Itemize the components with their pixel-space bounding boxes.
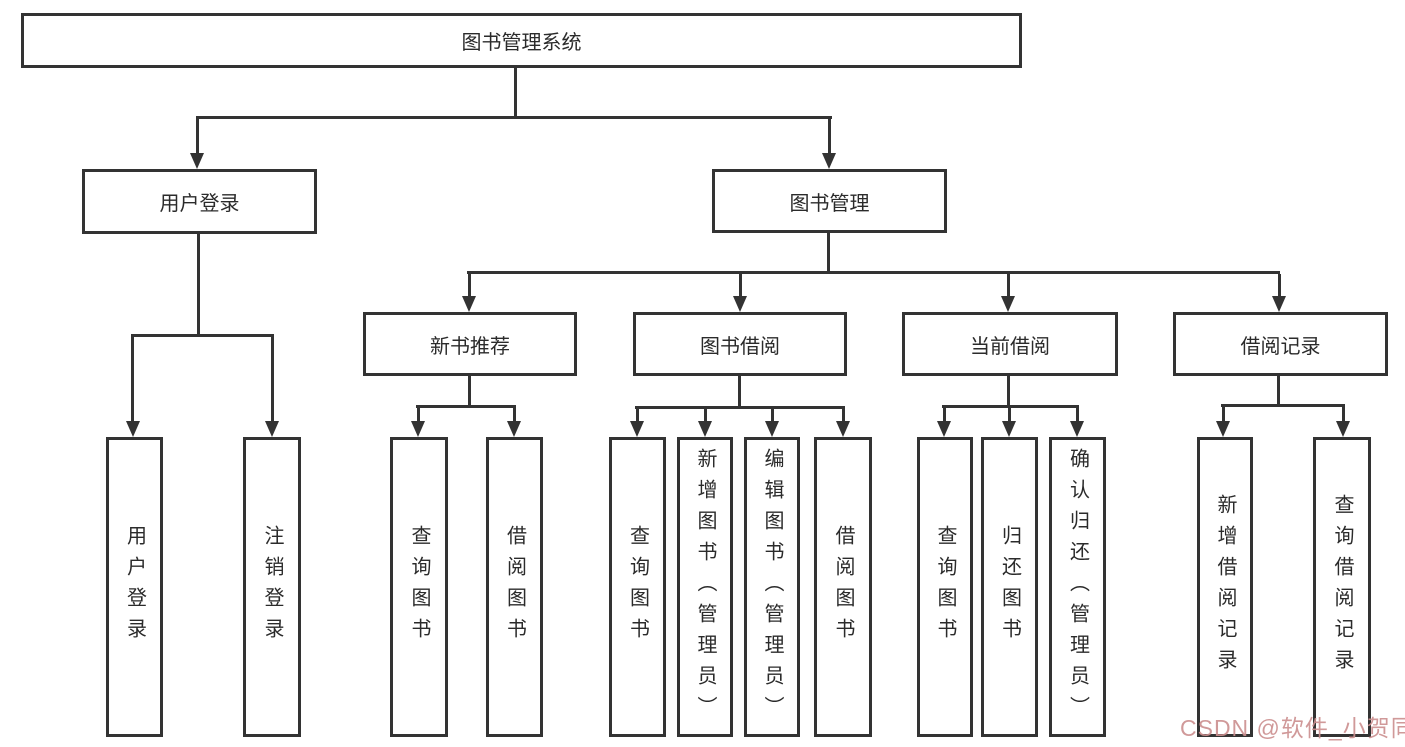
leaf-br-add-record-label: 新增借阅记录 — [1214, 494, 1236, 680]
leaf-nb-borrow-book-label: 借阅图书 — [503, 525, 526, 649]
connector-stem-current-borrow — [1007, 274, 1010, 298]
connector-stem-borrow-record — [1278, 274, 1281, 298]
node-root: 图书管理系统 — [21, 13, 1022, 68]
arrow-down-icon — [698, 421, 712, 437]
connector-stem-cb-leaf2 — [1008, 408, 1011, 423]
leaf-cb-query-book-label: 查询图书 — [934, 525, 956, 649]
leaf-bb-borrow-book-label: 借阅图书 — [832, 525, 854, 649]
connector-current-borrow-stub — [1007, 376, 1010, 407]
arrow-down-icon — [937, 421, 951, 437]
node-book-management: 图书管理 — [712, 169, 947, 233]
arrow-down-icon — [1272, 296, 1286, 312]
node-borrow-record: 借阅记录 — [1173, 312, 1388, 376]
connector-stem-bb-leaf2 — [704, 409, 707, 423]
leaf-cb-return-book-label: 归还图书 — [998, 525, 1021, 649]
connector-stem-nb-leaf1 — [417, 408, 420, 423]
connector-stem-nb-leaf2 — [513, 408, 516, 423]
connector-stem-bb-leaf1 — [636, 409, 639, 423]
arrow-down-icon — [765, 421, 779, 437]
node-current-borrow: 当前借阅 — [902, 312, 1118, 376]
leaf-logout: 注销登录 — [243, 437, 301, 737]
connector-stem-ul-leaf2 — [271, 337, 274, 423]
leaf-bb-query-book-label: 查询图书 — [626, 525, 649, 649]
connector-stem-ul-leaf1 — [131, 337, 134, 423]
arrow-down-icon — [1216, 421, 1230, 437]
leaf-cb-confirm-return-admin: 确认归还（管理员） — [1049, 437, 1106, 737]
connector-book-management-stub — [827, 233, 830, 273]
connector-stem-br-leaf2 — [1342, 407, 1345, 423]
arrow-down-icon — [126, 421, 140, 437]
node-book-borrow: 图书借阅 — [633, 312, 847, 376]
connector-stem-cb-leaf1 — [943, 408, 946, 423]
connector-borrow-record-rail — [1221, 404, 1345, 407]
connector-user-login-stub — [197, 234, 200, 336]
arrow-down-icon — [265, 421, 279, 437]
arrow-down-icon — [411, 421, 425, 437]
arrow-down-icon — [822, 153, 836, 169]
leaf-br-add-record: 新增借阅记录 — [1197, 437, 1253, 737]
leaf-bb-edit-book-admin-label: 编辑图书（管理员） — [761, 447, 783, 727]
arrow-down-icon — [1002, 421, 1016, 437]
leaf-bb-add-book-admin-label: 新增图书（管理员） — [694, 447, 716, 727]
arrow-down-icon — [1001, 296, 1015, 312]
connector-stem-br-leaf1 — [1222, 407, 1225, 423]
leaf-cb-return-book: 归还图书 — [981, 437, 1038, 737]
leaf-user-login: 用户登录 — [106, 437, 163, 737]
connector-stem-cb-leaf3 — [1076, 408, 1079, 423]
arrow-down-icon — [1070, 421, 1084, 437]
csdn-watermark: CSDN @软件_小贺同学 — [1180, 715, 1405, 741]
connector-stem-book-borrow — [739, 274, 742, 298]
leaf-br-query-record-label: 查询借阅记录 — [1331, 494, 1353, 680]
leaf-bb-edit-book-admin: 编辑图书（管理员） — [744, 437, 800, 737]
arrow-down-icon — [630, 421, 644, 437]
arrow-down-icon — [462, 296, 476, 312]
connector-book-borrow-rail — [635, 406, 845, 409]
leaf-br-query-record: 查询借阅记录 — [1313, 437, 1371, 737]
leaf-logout-label: 注销登录 — [261, 525, 283, 649]
connector-book-borrow-stub — [738, 376, 741, 408]
leaf-cb-confirm-return-admin-label: 确认归还（管理员） — [1066, 447, 1089, 727]
leaf-cb-query-book: 查询图书 — [917, 437, 973, 737]
arrow-down-icon — [190, 153, 204, 169]
connector-current-borrow-rail — [942, 405, 1079, 408]
leaf-nb-borrow-book: 借阅图书 — [486, 437, 543, 737]
connector-stem-book-management — [828, 119, 831, 156]
leaf-nb-query-book: 查询图书 — [390, 437, 448, 737]
leaf-user-login-label: 用户登录 — [123, 525, 146, 649]
leaf-bb-borrow-book: 借阅图书 — [814, 437, 872, 737]
connector-root-stub — [514, 68, 517, 118]
arrow-down-icon — [507, 421, 521, 437]
leaf-bb-query-book: 查询图书 — [609, 437, 666, 737]
connector-user-login-rail — [131, 334, 274, 337]
connector-borrow-record-stub — [1277, 376, 1280, 406]
connector-stem-user-login — [196, 119, 199, 156]
connector-level2-rail — [467, 271, 1280, 274]
node-user-login: 用户登录 — [82, 169, 317, 234]
connector-new-book-rail — [416, 405, 516, 408]
connector-stem-bb-leaf4 — [842, 409, 845, 423]
arrow-down-icon — [733, 296, 747, 312]
connector-level1-rail — [196, 116, 832, 119]
arrow-down-icon — [1336, 421, 1350, 437]
leaf-bb-add-book-admin: 新增图书（管理员） — [677, 437, 733, 737]
connector-new-book-stub — [468, 376, 471, 407]
node-new-book-recommend: 新书推荐 — [363, 312, 577, 376]
leaf-nb-query-book-label: 查询图书 — [408, 525, 430, 649]
connector-stem-new-book — [468, 274, 471, 298]
arrow-down-icon — [836, 421, 850, 437]
connector-stem-bb-leaf3 — [771, 409, 774, 423]
